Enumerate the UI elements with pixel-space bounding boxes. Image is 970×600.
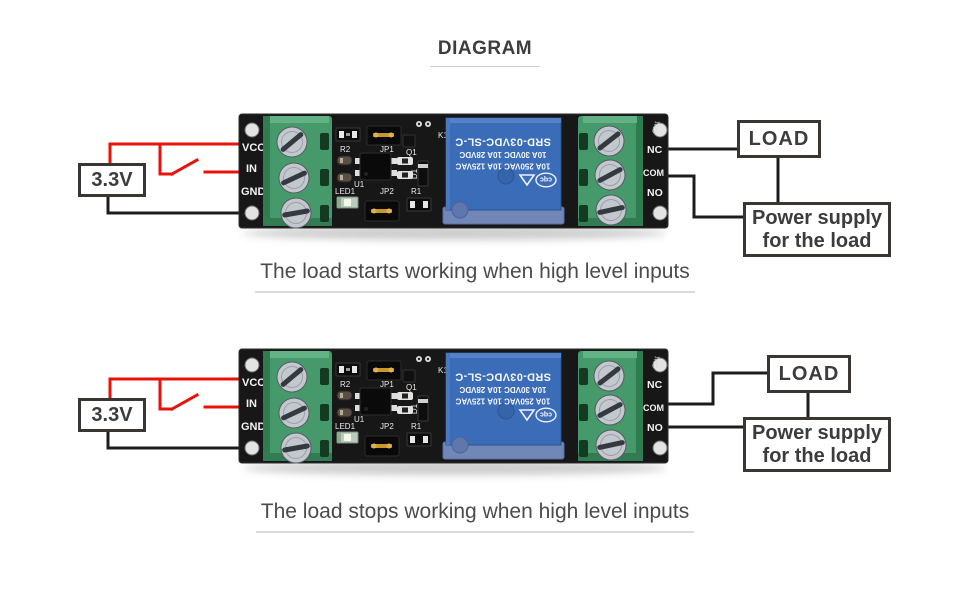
diagram2-caption-text: The load stops working when high level i…	[255, 500, 695, 533]
power-supply-box: Power supply for the load	[743, 417, 891, 472]
vcc-wire	[108, 142, 242, 165]
diagram1-caption: The load starts working when high level …	[90, 260, 860, 293]
source-voltage-label: 3.3V	[91, 168, 133, 191]
gnd-wire	[106, 194, 242, 215]
com-to-load-wire	[666, 371, 769, 406]
com-to-supply-wire	[666, 174, 745, 219]
module-shadow	[243, 226, 667, 240]
power-supply-line1: Power supply	[751, 207, 883, 230]
power-supply-line1: Power supply	[751, 422, 883, 445]
page-title: DIAGRAM	[0, 38, 970, 67]
vcc-wire	[108, 377, 242, 400]
gnd-wire	[106, 429, 242, 450]
relay-module-bottom	[238, 348, 669, 467]
power-supply-line2: for the load	[762, 444, 872, 467]
power-supply-box: Power supply for the load	[743, 202, 891, 257]
switch-pole-wire	[158, 377, 174, 411]
switch-pole-wire	[158, 142, 174, 176]
relay-module-top	[238, 113, 669, 232]
diagram1-caption-text: The load starts working when high level …	[255, 260, 695, 293]
diagram2-wires	[106, 371, 810, 450]
page-title-text: DIAGRAM	[429, 38, 541, 67]
load-box: LOAD	[767, 355, 851, 393]
diagram2-caption: The load stops working when high level i…	[90, 500, 860, 533]
load-label: LOAD	[748, 127, 810, 150]
diagram1-wires	[106, 142, 780, 219]
source-voltage-box: 3.3V	[78, 163, 146, 197]
module-shadow	[243, 461, 667, 475]
switch-blade	[169, 157, 200, 177]
source-voltage-box: 3.3V	[78, 398, 146, 432]
load-label: LOAD	[778, 362, 840, 385]
source-voltage-label: 3.3V	[91, 403, 133, 426]
switch-blade	[169, 392, 200, 412]
power-supply-line2: for the load	[762, 229, 872, 252]
load-box: LOAD	[737, 120, 821, 158]
